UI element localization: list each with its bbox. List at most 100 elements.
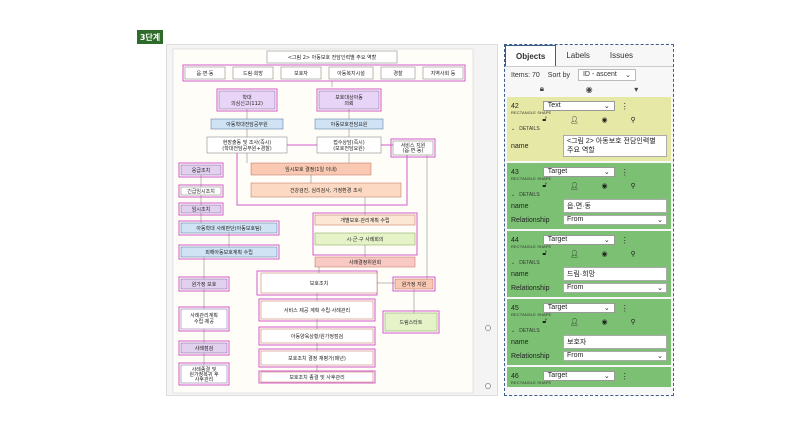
svg-text:아동보호전담요원: 아동보호전담요원 [331, 121, 368, 128]
svg-text:(학대전담공무원+경찰): (학대전담공무원+경찰) [222, 145, 272, 152]
more-icon[interactable]: ⋮ [620, 101, 629, 111]
name-input[interactable]: 보호자 [563, 335, 667, 349]
tab-objects[interactable]: Objects [505, 45, 557, 66]
type-select[interactable]: Target⌄ [542, 167, 615, 177]
resize-handle[interactable] [485, 325, 491, 331]
chevron-down-icon: ⌄ [603, 305, 610, 312]
pin-icon[interactable]: ⚲ [630, 319, 636, 326]
eye-icon[interactable]: ◉ [585, 84, 593, 94]
pin-icon[interactable]: ⚲ [630, 183, 636, 190]
chevron-down-icon: ⌄ [657, 353, 663, 360]
lock-icon[interactable]: 🔓︎ [542, 116, 547, 123]
eye-icon[interactable]: ◉ [601, 319, 608, 326]
type-select[interactable]: Target⌄ [542, 235, 615, 245]
diagram-title: <그림 2> 아동보호 전담인력별 주요 역할 [288, 54, 377, 61]
global-icon-row: 🔒︎ ◉ ▾ [505, 83, 673, 95]
step-badge: 3단계 [137, 30, 163, 44]
relationship-select[interactable]: From⌄ [563, 351, 667, 361]
more-icon[interactable]: ⋮ [620, 167, 629, 177]
eye-icon[interactable]: ◉ [601, 117, 608, 124]
caret-down-icon[interactable]: ▾ [634, 84, 639, 94]
svg-text:(보호전담요원): (보호전담요원) [333, 145, 365, 152]
shape-label: RECTANGLE SHAPE [511, 380, 552, 385]
eye-icon[interactable]: ◉ [601, 183, 608, 190]
top-row-label: 지역사회 등 [431, 70, 456, 77]
name-input[interactable]: 드림·희망 [563, 267, 667, 281]
chevron-down-icon: ⌄ [511, 328, 516, 334]
chevron-down-icon: ⌄ [625, 72, 631, 79]
top-row-box [184, 66, 226, 80]
sort-select[interactable]: ID - ascent ⌄ [577, 69, 636, 81]
eye-icon[interactable]: ◉ [601, 251, 608, 258]
svg-text:접수상담(즉시): 접수상담(즉시) [333, 139, 365, 146]
object-id: 46 [511, 372, 519, 380]
relationship-select[interactable]: From⌄ [563, 215, 667, 225]
tab-labels[interactable]: Labels [566, 51, 590, 60]
details-toggle[interactable]: ⌄DETAILS [511, 192, 540, 198]
lock-icon[interactable]: 🔓︎ [542, 250, 547, 257]
relationship-row: Relationship From⌄ [511, 349, 667, 363]
relationship-label: Relationship [511, 352, 550, 360]
type-select[interactable]: Target⌄ [542, 371, 615, 381]
card-icon-row: 🔓︎ 👤︎ ◉ ⚲ [511, 181, 667, 191]
flow-lines [200, 81, 428, 372]
object-id: 42 [511, 102, 519, 110]
lock-icon[interactable]: 🔒︎ [539, 84, 545, 93]
svg-text:시·군·구 사례회의: 시·군·구 사례회의 [347, 236, 384, 243]
more-icon[interactable]: ⋮ [620, 235, 629, 245]
type-select[interactable]: Target⌄ [542, 303, 615, 313]
svg-text:임시조치: 임시조치 [192, 206, 210, 213]
lock-icon[interactable]: 🔓︎ [542, 318, 547, 325]
name-input[interactable]: 읍·면·동 [563, 199, 667, 213]
objects-panel: Objects Labels Issues Items: 70 Sort by … [504, 44, 674, 396]
user-icon[interactable]: 👤︎ [569, 183, 579, 190]
shape-label: RECTANGLE SHAPE [511, 244, 552, 249]
more-icon[interactable]: ⋮ [620, 303, 629, 313]
name-input[interactable]: <그림 2> 아동보호 전담인력별 주요 역할 [563, 135, 667, 157]
pin-icon[interactable]: ⚲ [630, 117, 636, 124]
shape-label: RECTANGLE SHAPE [511, 110, 552, 115]
details-toggle[interactable]: ⌄DETAILS [511, 126, 540, 132]
svg-text:아동학대전담공무원: 아동학대전담공무원 [226, 121, 268, 128]
user-icon[interactable]: 👤︎ [569, 319, 579, 326]
rotate-handle[interactable] [485, 383, 491, 389]
chevron-down-icon: ⌄ [511, 260, 516, 266]
details-toggle[interactable]: ⌄DETAILS [511, 260, 540, 266]
object-card[interactable]: 46 Target⌄ ⋮ RECTANGLE SHAPE [507, 367, 671, 387]
details-toggle[interactable]: ⌄DETAILS [511, 328, 540, 334]
user-icon[interactable]: 👤︎ [569, 117, 579, 124]
svg-text:건강검진, 심리검사, 가정환경 조사: 건강검진, 심리검사, 가정환경 조사 [290, 187, 363, 194]
chevron-down-icon: ⌄ [603, 373, 610, 380]
svg-text:현장출동 및 조사(즉시): 현장출동 및 조사(즉시) [223, 139, 272, 146]
tab-issues[interactable]: Issues [609, 51, 634, 60]
name-field-row: name<그림 2> 아동보호 전담인력별 주요 역할 [511, 133, 667, 159]
type-select[interactable]: Text⌄ [542, 101, 615, 111]
top-row-box [328, 66, 374, 80]
svg-text:서비스 제공 계획 수립·사례관리: 서비스 제공 계획 수립·사례관리 [284, 307, 350, 314]
top-row-label: 읍·면·동 [197, 70, 214, 77]
svg-text:임시보호 결정(1일 이내): 임시보호 결정(1일 이내) [285, 166, 337, 173]
chevron-down-icon: ⌄ [603, 169, 610, 176]
lock-icon[interactable]: 🔓︎ [542, 182, 547, 189]
svg-text:사례결정위원회: 사례결정위원회 [349, 259, 381, 266]
user-icon[interactable]: 👤︎ [569, 251, 579, 258]
chevron-down-icon: ⌄ [603, 237, 610, 244]
relationship-select[interactable]: From⌄ [563, 283, 667, 293]
top-row-box [380, 66, 416, 80]
more-icon[interactable]: ⋮ [620, 371, 629, 381]
pin-icon[interactable]: ⚲ [630, 251, 636, 258]
svg-text:서비스 지원(읍·면·동): 서비스 지원(읍·면·동) [401, 142, 426, 154]
